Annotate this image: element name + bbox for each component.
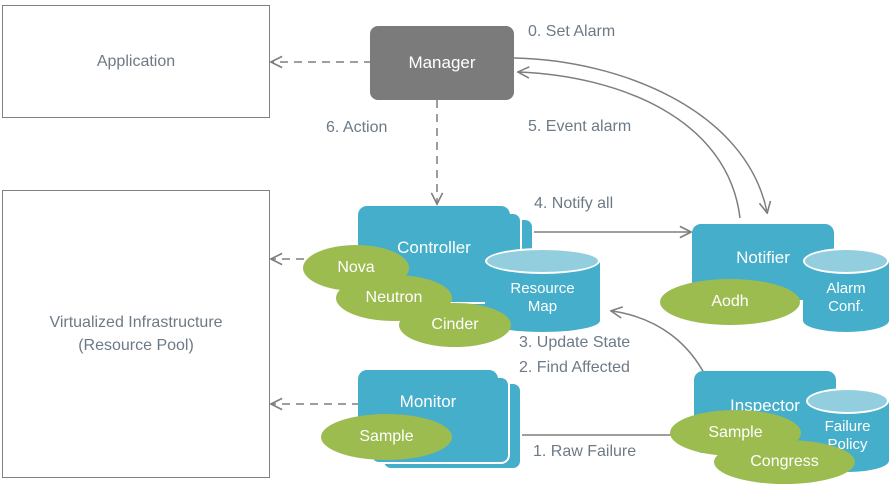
alarm-conf-cylinder[interactable]: Alarm Conf. [803,248,889,332]
tag-aodh[interactable]: Aodh [660,279,800,325]
tag-sample-inspector-label: Sample [708,424,763,441]
tag-aodh-label: Aodh [711,293,749,310]
tag-sample-monitor-label: Sample [359,428,414,445]
step-label-2: 2. Find Affected [519,359,630,376]
alarm-conf-label: Alarm Conf. [826,280,866,316]
application-box: Application [2,5,270,118]
arrow-event-alarm [519,72,741,219]
tag-neutron[interactable]: Neutron [336,275,452,321]
tag-neutron-label: Neutron [365,289,423,306]
tag-sample-monitor[interactable]: Sample [321,414,452,460]
virtualized-infrastructure-box: Virtualized Infrastructure (Resource Poo… [2,190,270,478]
cylinder-top [806,388,889,414]
manager-box[interactable]: Manager [370,26,514,100]
tag-cinder-label: Cinder [431,316,479,333]
cylinder-top [803,248,889,274]
manager-label: Manager [408,53,476,72]
step-label-1: 1. Raw Failure [533,443,637,460]
tag-nova-label: Nova [337,259,375,276]
resource-map-cylinder[interactable]: Resource Map [485,248,600,332]
controller-label: Controller [397,238,471,257]
arrow-set-alarm [513,57,767,212]
step-label-4: 4. Notify all [534,195,614,212]
tag-congress-label: Congress [750,453,819,470]
resource-map-label: Resource Map [510,280,575,316]
monitor-label: Monitor [399,392,457,411]
step-label-6: 6. Action [326,119,388,136]
cylinder-top [485,248,600,274]
arrow-find-affected-update-state [612,311,707,378]
step-label-3: 3. Update State [519,334,631,351]
step-label-5: 5. Event alarm [528,118,632,135]
tag-congress[interactable]: Congress [714,440,855,484]
tag-cinder[interactable]: Cinder [399,303,511,347]
step-label-0: 0. Set Alarm [528,23,616,40]
notifier-label: Notifier [736,248,790,267]
